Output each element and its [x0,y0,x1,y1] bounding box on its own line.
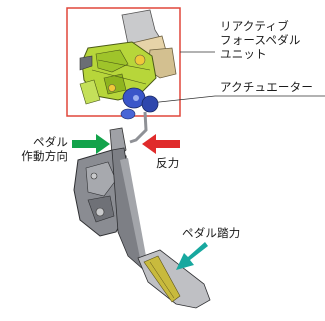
accelerator-pedal [73,127,211,309]
actuator [120,87,159,120]
reaction-force-label: 反力 [156,156,180,170]
unit-label-line-3: ユニット [220,47,267,61]
unit-label-line-2: フォースペダル [220,33,301,47]
pedal-direction-arrow [72,134,110,154]
unit-label: リアクティブ フォースペダル ユニット [220,19,301,61]
pedal-direction-label-line-1: ペダル [33,135,69,149]
actuator-leader-line [149,95,325,104]
linkage-rod [129,111,148,144]
actuator-label: アクチュエーター [220,80,314,94]
reactive-force-pedal-unit [79,9,177,105]
reaction-force-arrow [142,134,180,154]
pedal-direction-label: ペダル 作動方向 [20,135,68,163]
pedal-force-arrow [176,242,208,270]
unit-label-line-1: リアクティブ [220,19,289,33]
pedal-direction-label-line-2: 作動方向 [21,149,69,163]
pedal-force-label: ペダル踏力 [182,226,241,240]
